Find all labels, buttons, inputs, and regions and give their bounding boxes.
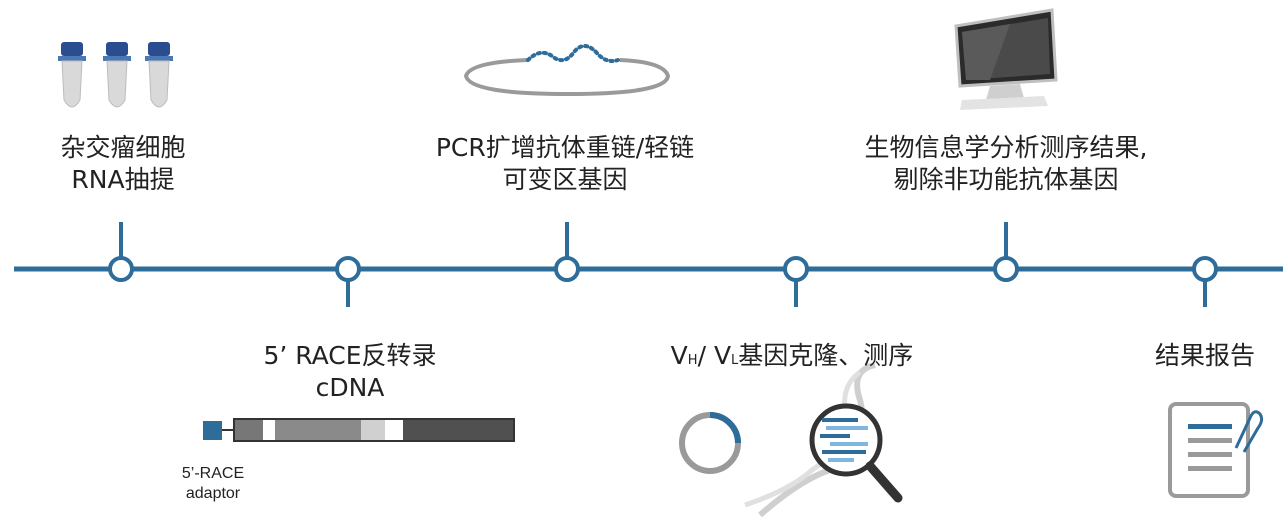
adaptor-label: 5’-RACE adaptor [182,464,244,504]
adaptor-line2: adaptor [185,485,241,502]
race-construct-icon [203,418,515,442]
node-2 [335,256,361,282]
step-6-label: 结果报告 [1155,340,1255,372]
step-3-label: PCR扩增抗体重链/轻链 可变区基因 [436,132,694,196]
step-2-label: 5’ RACE反转录 cDNA [263,340,436,404]
node-4 [783,256,809,282]
step-5-label: 生物信息学分析测序结果, 剔除非功能抗体基因 [865,132,1148,196]
tubes-icon [58,42,173,108]
node-3 [554,256,580,282]
step-1-line2: RNA抽提 [71,165,175,194]
monitor-icon [954,8,1058,110]
pcr-plasmid-icon [463,44,671,97]
dna-magnifier-icon [744,362,903,518]
node-6 [1192,256,1218,282]
node-5 [993,256,1019,282]
step-1-label: 杂交瘤细胞 RNA抽提 [60,132,185,196]
step-2-line2: cDNA [315,373,385,402]
node-1 [108,256,134,282]
report-icon [1168,402,1264,498]
step-4-line1: VH/ VL基因克隆、测序 [670,341,914,370]
step-5-line1: 生物信息学分析测序结果, [864,133,1148,162]
adaptor-line1: 5’-RACE [181,465,245,482]
step-1-line1: 杂交瘤细胞 [60,133,186,162]
step-2-line1: 5’ RACE反转录 [263,341,437,370]
step-6-line1: 结果报告 [1154,341,1256,370]
step-3-line1: PCR扩增抗体重链/轻链 [435,133,695,162]
step-4-label: VH/ VL基因克隆、测序 [671,340,914,377]
step-3-line2: 可变区基因 [502,165,628,194]
plasmid-ring-icon [679,412,741,474]
step-5-line2: 剔除非功能抗体基因 [893,165,1119,194]
